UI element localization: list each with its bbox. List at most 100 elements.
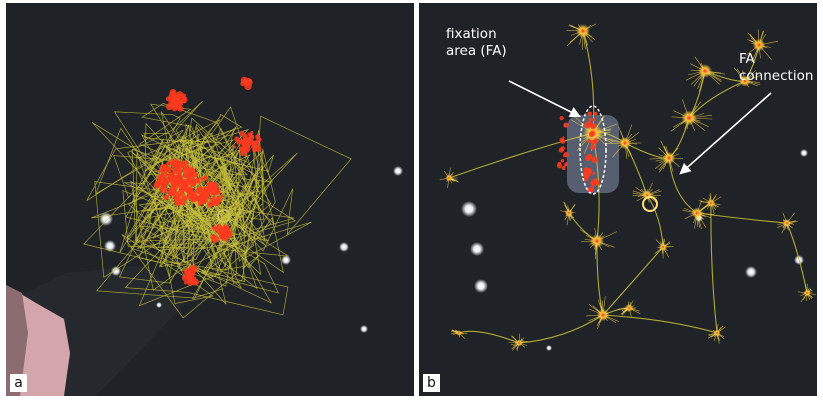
fixation-point <box>171 177 179 185</box>
fixation-point <box>189 265 198 273</box>
light-spot <box>339 242 349 252</box>
fixation-point <box>239 140 245 146</box>
fa-core-point <box>587 120 591 125</box>
fixation-point <box>197 197 205 205</box>
fixation-point <box>192 196 199 202</box>
fixation-point <box>228 231 233 236</box>
panel-b-fixation-areas-and-connections: fixation area (FA) FA connection b <box>419 3 817 396</box>
fa-core-point <box>587 153 593 160</box>
light-spot <box>156 302 162 308</box>
fixation-point <box>173 194 178 199</box>
fixation-point <box>166 161 170 166</box>
fa-connection-label-line2: connection <box>739 68 814 84</box>
fixation-point <box>210 201 214 205</box>
fixation-point <box>212 198 220 207</box>
fa-core-point <box>560 138 566 144</box>
fixation-point <box>159 175 165 181</box>
fixation-point <box>212 225 219 232</box>
fa-node <box>782 218 792 228</box>
fa-node <box>624 303 634 313</box>
fixation-area-label-line2: area (FA) <box>446 43 507 59</box>
fixation-point <box>220 194 224 198</box>
fa-node <box>658 242 668 252</box>
fa-node <box>515 339 523 347</box>
fixation-point <box>177 170 182 175</box>
fixation-point <box>180 179 185 184</box>
fa-node <box>618 136 632 150</box>
fa-core-point <box>587 111 592 117</box>
fa-core-point <box>593 111 598 116</box>
light-spot <box>800 149 808 157</box>
fa-core-point <box>588 117 592 122</box>
fa-node <box>596 308 610 322</box>
fixation-point <box>246 146 251 151</box>
fa-node <box>713 329 721 337</box>
fa-node <box>698 64 712 78</box>
fixation-point <box>174 198 182 207</box>
fa-connection-edge <box>602 314 718 334</box>
fixation-point <box>247 132 251 136</box>
fa-node <box>445 174 453 182</box>
fa-connection-annotation: FA connection <box>739 51 813 85</box>
fa-node <box>706 198 716 208</box>
dashboard-lights <box>99 166 403 333</box>
panel-label-a: a <box>10 374 27 392</box>
fixation-point <box>183 280 188 285</box>
fa-core-point <box>592 180 596 184</box>
fixation-point <box>203 175 208 180</box>
fa-core-point <box>563 151 569 158</box>
panel-a-scene <box>6 3 414 396</box>
fa-core-point <box>590 140 596 145</box>
highlighted-fixation-area-outline <box>579 105 607 195</box>
fixation-point <box>188 167 196 175</box>
fixation-point <box>243 141 247 145</box>
fa-node <box>691 207 703 219</box>
fixation-point <box>181 195 185 199</box>
fa-node <box>681 110 697 126</box>
fixation-point <box>202 193 208 199</box>
arrow-to-fixation-area <box>508 80 582 118</box>
fa-node <box>564 208 574 218</box>
light-spot <box>470 242 484 256</box>
panel-b-scene <box>419 3 817 396</box>
fa-core-point <box>563 124 567 127</box>
fixation-point <box>248 78 253 84</box>
fixation-point <box>199 176 204 181</box>
fa-core-point <box>560 146 565 151</box>
video-frame-background <box>419 3 817 396</box>
fixation-point <box>223 226 228 231</box>
fixation-point <box>167 172 173 178</box>
fixation-point <box>223 230 228 235</box>
light-spot <box>745 266 757 278</box>
fa-core-point <box>591 156 598 163</box>
fixation-point <box>166 103 173 111</box>
fixation-point <box>163 194 169 200</box>
fa-core-point <box>556 163 562 169</box>
fixation-point <box>233 145 237 149</box>
fixation-point <box>175 161 183 170</box>
fixation-point <box>221 234 229 242</box>
fa-core-point <box>559 116 564 121</box>
fixation-point-cloud <box>153 76 262 286</box>
fa-core-point <box>588 131 595 137</box>
fixation-point <box>163 165 171 173</box>
fixation-area-nodes <box>439 23 816 352</box>
fixation-point <box>183 178 191 187</box>
panel-a-raw-gaze-trajectories: a <box>6 3 414 396</box>
fixation-point <box>255 145 262 152</box>
fixation-point <box>174 169 177 173</box>
fa-core-point <box>562 136 565 139</box>
fa-core-point <box>586 139 591 143</box>
central-display-glow <box>567 115 619 193</box>
fixation-point <box>250 130 254 135</box>
fa-node <box>752 38 766 52</box>
fa-node <box>456 330 462 336</box>
fixation-point <box>217 223 222 228</box>
light-spot <box>546 345 552 351</box>
fixation-point <box>170 184 176 190</box>
fa-node <box>576 24 590 38</box>
fa-core-point <box>589 122 594 128</box>
fa-core-point <box>592 118 596 122</box>
light-spot <box>281 255 291 265</box>
fixation-area-label-line1: fixation <box>446 26 497 42</box>
